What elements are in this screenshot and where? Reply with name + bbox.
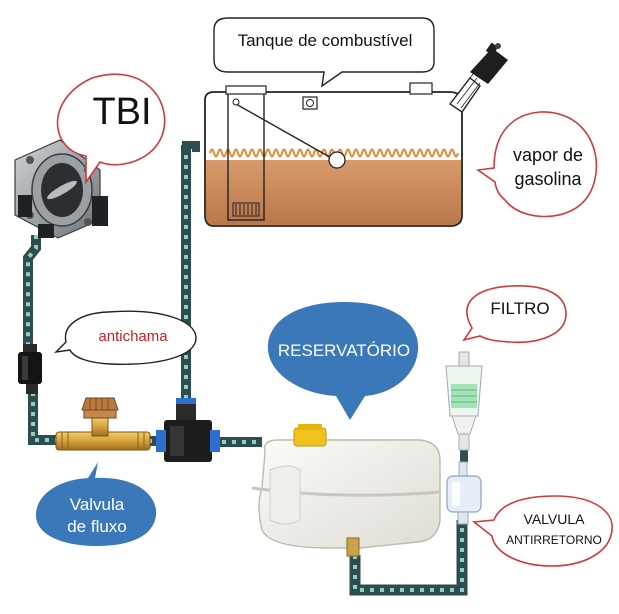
reservatorio-speech-bubble — [267, 302, 419, 420]
valvula-fluxo-speech-bubble — [36, 462, 157, 546]
filtro-speech-bubble — [462, 285, 567, 344]
filtro-label: FILTRO — [490, 299, 550, 318]
coolant-reservoir-icon — [251, 424, 441, 557]
fuel-cap-icon — [470, 42, 508, 84]
antichama-label: antichama — [98, 328, 168, 345]
throttle-body-icon — [14, 139, 108, 239]
valvula-anti-label-line2: ANTIRRETORNO — [506, 533, 602, 547]
fuel-filter-icon — [445, 351, 483, 451]
valvula-fluxo-label-line1: Valvula — [69, 495, 125, 514]
reservatorio-label: RESERVATÓRIO — [277, 341, 411, 360]
vapor-speech-bubble — [475, 111, 598, 218]
tank-label: Tanque de combustível — [237, 31, 413, 50]
vapor-label-line2: gasolina — [514, 169, 582, 189]
hose-lines — [23, 141, 468, 596]
flame-arrester-icon — [18, 344, 42, 394]
check-valve-icon — [446, 461, 482, 525]
tank-speech-bubble — [213, 17, 435, 88]
tbi-speech-bubble — [56, 73, 166, 185]
tbi-label: TBI — [92, 91, 152, 133]
vapor-label-line1: vapor de — [512, 145, 584, 165]
fuel-tank-icon — [204, 73, 481, 227]
valvula-anti-speech-bubble — [471, 495, 613, 567]
valvula-anti-label-line1: VALVULA — [523, 511, 585, 527]
push-fitting-tee-icon — [156, 398, 220, 462]
valvula-fluxo-label-line2: de fluxo — [67, 517, 127, 536]
antichama-speech-bubble — [54, 310, 197, 365]
brass-tee-icon — [55, 397, 151, 451]
